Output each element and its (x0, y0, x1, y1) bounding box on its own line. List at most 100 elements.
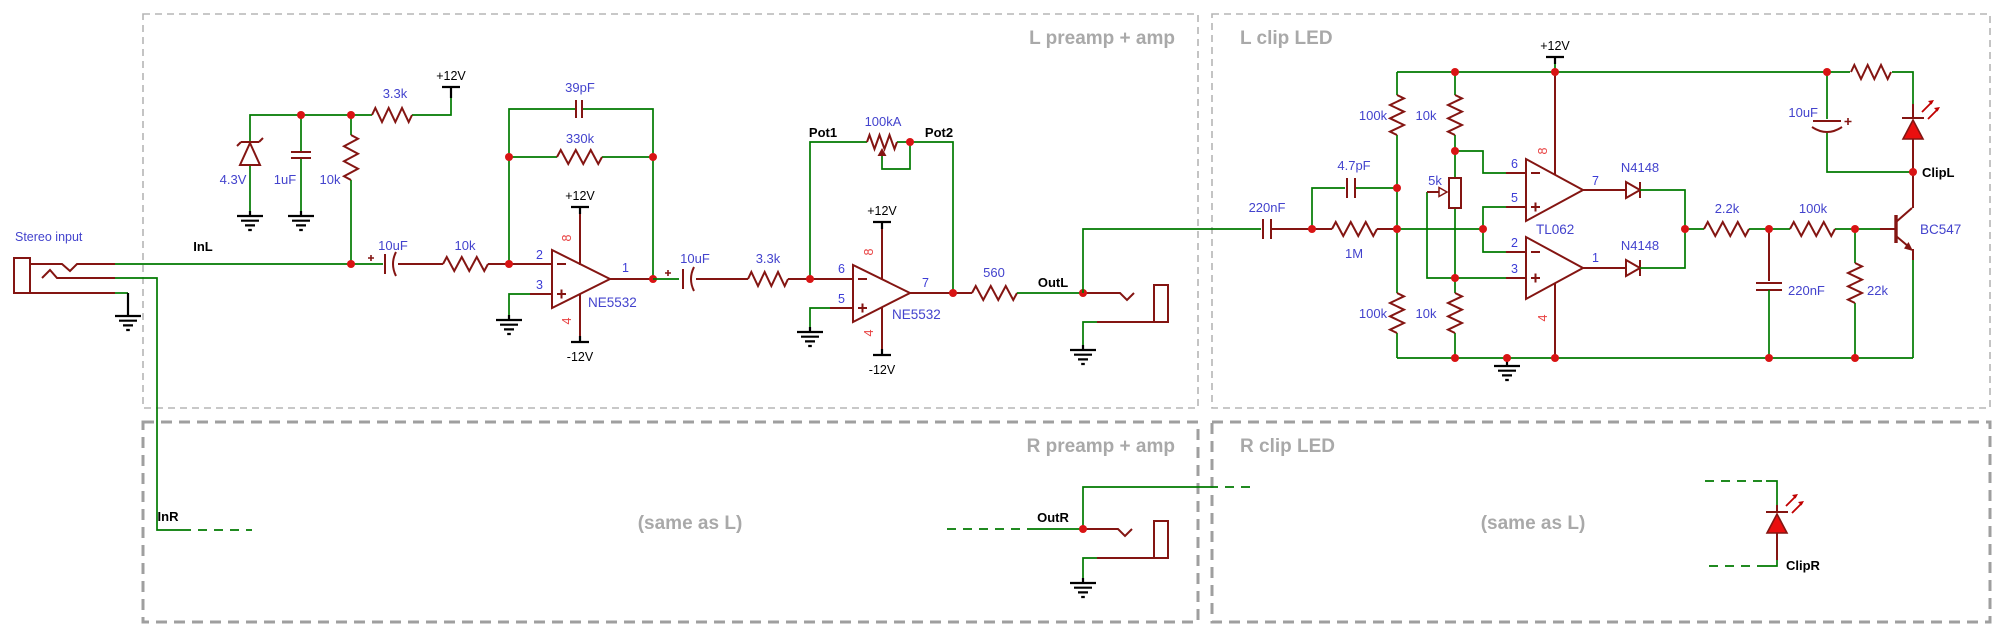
wire-outl-to-clip (1082, 228, 1261, 293)
net-label-outr: OutR (1037, 510, 1069, 525)
diode-n4148-top-label: N4148 (1621, 160, 1659, 175)
u3a-pin7: 7 (1592, 174, 1599, 188)
stereo-input-jack: Stereo input InL InR (13, 230, 383, 531)
wire (1766, 480, 1778, 505)
resistor-bias-10k-value: 10k (320, 172, 341, 187)
preamp-stage2: 10uF 3.3k Pot1 100kA Pot2 6 5 7 NE5532 +… (653, 114, 1083, 377)
opamp-u3b-signs (1531, 251, 1540, 283)
stereo-input-label: Stereo input (15, 230, 83, 244)
wire (249, 98, 452, 264)
capacitor-1uf (291, 151, 311, 159)
u2-pin4: 4 (862, 329, 876, 336)
u1-pin2: 2 (536, 248, 543, 262)
opamp-u2-signs (858, 278, 867, 313)
u1-pin1: 1 (622, 261, 629, 275)
resistor-out-560-value: 560 (983, 265, 1005, 280)
pot-value: 100kA (865, 114, 902, 129)
u3a-pin6: 6 (1511, 157, 1518, 171)
outl-jack-tip (1083, 292, 1135, 302)
wire (1082, 321, 1097, 345)
capacitor-avg-220nf-value: 220nF (1788, 283, 1825, 298)
led-arrowheads (1928, 100, 1940, 112)
wire (1397, 150, 1506, 279)
preamp-stage1: 10uF 10k 39pF 330k 2 3 1 NE5532 +12V -12… (368, 80, 657, 364)
transistor-bc547: BC547 (1880, 172, 1961, 358)
wire (1311, 187, 1397, 229)
u2-p12-label: +12V (867, 204, 897, 218)
bc547-emitter-arrow (1904, 242, 1913, 251)
led-arrows (1921, 101, 1939, 120)
trimmer-5k-value: 5k (1428, 173, 1442, 188)
wire (1426, 192, 1455, 279)
supply-label-p12: +12V (436, 69, 466, 83)
resistor-div-100k-top-value: 100k (1359, 108, 1388, 123)
led-clipr (1765, 494, 1804, 560)
led-arrowheads (1792, 494, 1804, 506)
capacitor-mid-10uf-value: 10uF (680, 251, 710, 266)
clip-p12-label: +12V (1540, 39, 1570, 53)
led-arrows (1785, 495, 1803, 514)
wire (1826, 72, 1913, 173)
resistor-1m-value: 1M (1345, 246, 1363, 261)
note-same-as-l-clip: (same as L) (1481, 513, 1586, 534)
input-jack-ring (41, 268, 115, 279)
u3-pin4: 4 (1536, 314, 1550, 321)
u2-pin6: 6 (838, 262, 845, 276)
pot1-label: Pot1 (809, 125, 837, 140)
u2-n12-label: -12V (869, 363, 896, 377)
outl-jack-body (1153, 284, 1169, 323)
u2-pin7: 7 (922, 276, 929, 290)
u1-n12-label: -12V (567, 350, 594, 364)
section-title-l-clip: L clip LED (1240, 28, 1333, 49)
section-title-r-clip: R clip LED (1240, 436, 1335, 457)
zener-value: 4.3V (220, 172, 247, 187)
u2-pin5: 5 (838, 292, 845, 306)
wire (1766, 560, 1778, 567)
resistor-mid-3k3-value: 3.3k (756, 251, 781, 266)
wire (1506, 172, 1526, 279)
outr-jack-tip (1083, 528, 1133, 538)
box-r-preamp (141, 420, 1200, 624)
note-same-as-l-preamp: (same as L) (638, 513, 743, 534)
capacitor-led-10uf-value: 10uF (1788, 105, 1818, 120)
capacitor-led-10uf (1811, 118, 1852, 133)
opamp-u3-label: TL062 (1536, 222, 1574, 237)
wire (1030, 486, 1209, 530)
section-boxes: L preamp + amp L clip LED R preamp + amp… (141, 13, 1992, 624)
capacitor-in-10uf (368, 251, 397, 277)
r-preamp-stub: OutR (947, 486, 1256, 599)
wire (809, 307, 830, 327)
box-l-preamp (142, 13, 1199, 409)
opamp-u2-label: NE5532 (892, 307, 941, 322)
capacitor-in-10uf-value: 10uF (378, 238, 408, 253)
net-label-inl: InL (193, 239, 213, 254)
wire (809, 141, 954, 293)
u2-pin8: 8 (862, 248, 876, 255)
capacitor-4p7pf-value: 4.7pF (1337, 158, 1370, 173)
u3b-pin1: 1 (1592, 251, 1599, 265)
capacitor-4p7pf (1346, 178, 1356, 198)
box-l-clip (1211, 13, 1991, 409)
u1-pin4: 4 (560, 317, 574, 324)
net-label-clipr: ClipR (1786, 558, 1821, 573)
resistor-in-10k-value: 10k (455, 238, 476, 253)
u3b-pin3: 3 (1511, 262, 1518, 276)
pot-wiper-arrow (877, 148, 887, 156)
trimmer-wiper-arrow (1438, 186, 1449, 198)
wire (1082, 557, 1097, 578)
bias-network: +12V 4.3V 1uF 10k 3.3k (220, 69, 466, 268)
u1-p12-label: +12V (565, 189, 595, 203)
input-jack-body (13, 257, 31, 294)
outr-jack-body (1153, 520, 1169, 559)
resistor-fb-330k-value: 330k (566, 131, 595, 146)
net-label-outl: OutL (1038, 275, 1068, 290)
led-triangle (1901, 118, 1925, 140)
led-clipl (1901, 100, 1940, 172)
opamp-u1-signs (557, 263, 566, 299)
section-title-l-preamp: L preamp + amp (1029, 28, 1175, 49)
r-clip-stub: ClipR (1705, 480, 1821, 573)
resistor-div-100k-bottom-value: 100k (1359, 306, 1388, 321)
